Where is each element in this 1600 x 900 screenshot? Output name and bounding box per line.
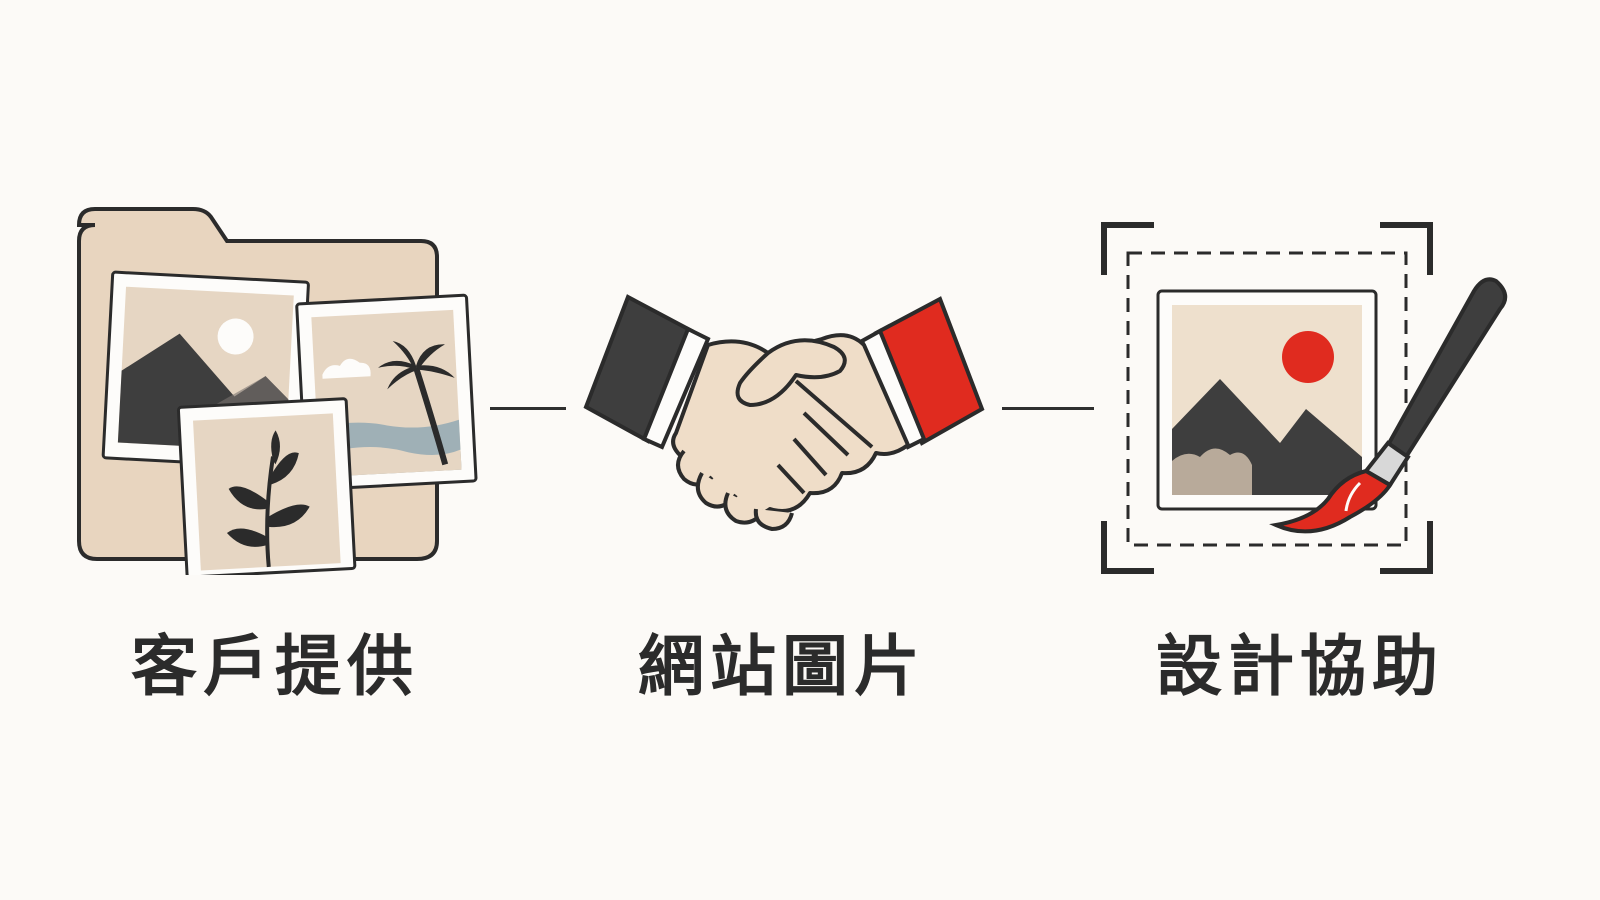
step-website-images: 網站圖片 bbox=[572, 195, 992, 715]
connector-line bbox=[1002, 407, 1094, 410]
step-label-client-provided: 客戶提供 bbox=[131, 628, 419, 705]
photo-folder-icon bbox=[76, 207, 478, 575]
step-label-website-images: 網站圖片 bbox=[638, 628, 926, 705]
image-paintbrush-icon bbox=[1101, 222, 1508, 574]
step-label-design-assistance: 設計協助 bbox=[1156, 628, 1444, 705]
connector-line bbox=[490, 407, 566, 410]
handshake-icon bbox=[583, 294, 985, 532]
step-design-assistance: 設計協助 bbox=[1090, 195, 1510, 715]
step-client-provided: 客戶提供 bbox=[65, 195, 485, 715]
